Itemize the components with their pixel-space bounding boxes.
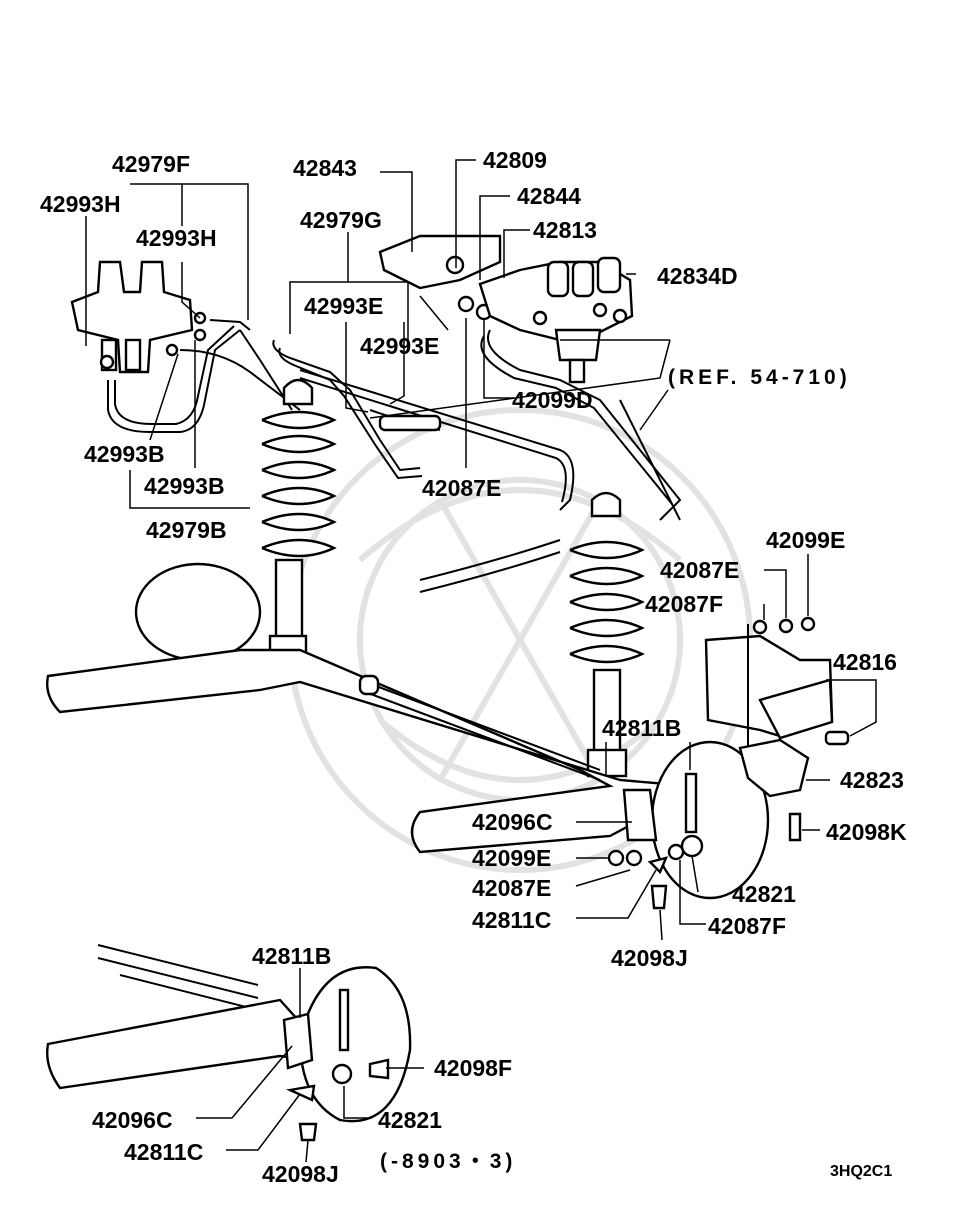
label-42979G: 42979G <box>300 207 382 233</box>
date-range-note: (-8903・3) <box>380 1150 516 1173</box>
label-42096C-a: 42096C <box>472 809 553 835</box>
label-42993H-b: 42993H <box>136 225 217 251</box>
label-42087F-a: 42087F <box>645 591 723 617</box>
label-42979B: 42979B <box>146 517 227 543</box>
label-42821-b: 42821 <box>378 1107 442 1133</box>
label-42834D: 42834D <box>657 263 738 289</box>
control-unit <box>704 616 850 798</box>
diagram-code: 3HQ2C1 <box>830 1163 892 1180</box>
pipe-lines <box>239 329 682 593</box>
label-42811C-a: 42811C <box>472 907 551 933</box>
leader-lines <box>85 159 877 1163</box>
label-42843: 42843 <box>293 155 357 181</box>
label-42993E-b: 42993E <box>360 333 439 359</box>
label-42087E-a: 42087E <box>422 475 501 501</box>
rear-axle <box>46 562 702 854</box>
label-42993B-a: 42993B <box>84 441 165 467</box>
label-42823: 42823 <box>840 767 904 793</box>
label-42993H-a: 42993H <box>40 191 121 217</box>
label-42811C-b: 42811C <box>124 1139 203 1165</box>
left-valve-assembly <box>70 260 301 433</box>
label-42087E-c: 42087E <box>472 875 551 901</box>
label-42811B-a: 42811B <box>602 715 681 741</box>
label-42087E-b: 42087E <box>660 557 739 583</box>
label-42087F-b: 42087F <box>708 913 786 939</box>
label-42098F: 42098F <box>434 1055 512 1081</box>
right-wheel-sensor <box>607 740 802 910</box>
label-42844: 42844 <box>517 183 581 209</box>
label-42809: 42809 <box>483 147 547 173</box>
label-42099D: 42099D <box>512 387 593 413</box>
label-42099E-a: 42099E <box>766 527 845 553</box>
label-42098K: 42098K <box>826 819 907 845</box>
label-42096C-b: 42096C <box>92 1107 173 1133</box>
label-42813: 42813 <box>533 217 597 243</box>
reference-note: (REF. 54-710) <box>668 366 851 389</box>
right-strut <box>569 491 645 778</box>
label-42098J-b: 42098J <box>262 1161 339 1187</box>
label-42098J-a: 42098J <box>611 945 688 971</box>
lower-inset <box>46 944 412 1142</box>
label-42811B-b: 42811B <box>252 943 331 969</box>
label-42979F: 42979F <box>112 151 190 177</box>
label-42099E-b: 42099E <box>472 845 551 871</box>
label-42821-a: 42821 <box>732 881 796 907</box>
upper-bracket-assembly <box>378 234 634 384</box>
part-labels: 42979F 42993H 42993H 42843 42809 42844 4… <box>40 147 907 1187</box>
left-strut <box>261 378 337 662</box>
label-42816: 42816 <box>833 649 897 675</box>
label-42993B-b: 42993B <box>144 473 225 499</box>
label-42993E-a: 42993E <box>304 293 383 319</box>
